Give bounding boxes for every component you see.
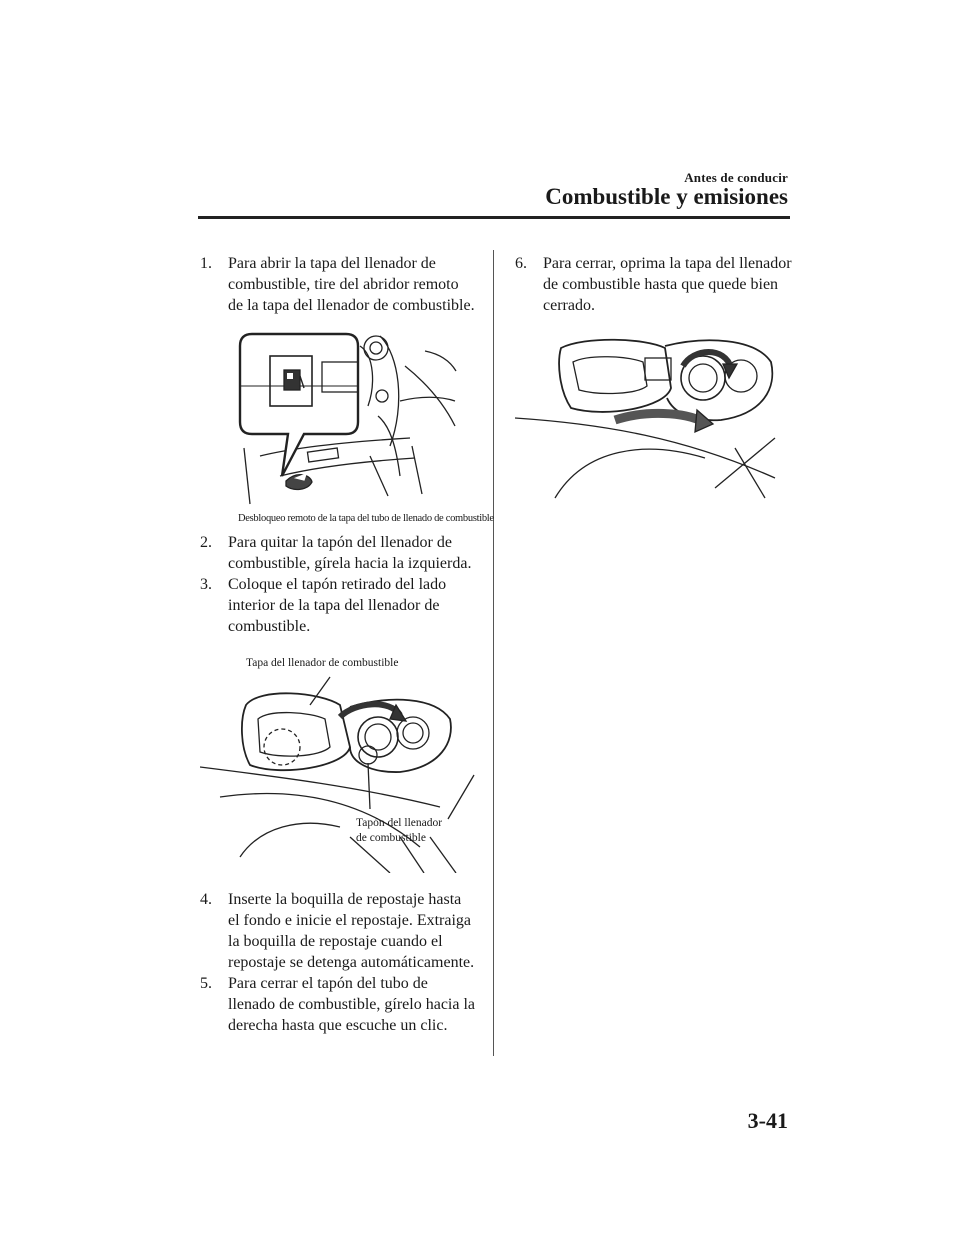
step-text: Inserte la boquilla de repostaje hasta e… xyxy=(228,891,475,971)
step-number: 2. xyxy=(200,534,212,551)
step-text: Para abrir la tapa del llenador de combu… xyxy=(228,255,475,314)
step-text: Para quitar la tapón del llenador de com… xyxy=(228,534,472,572)
step-3: 3. Coloque el tapón retirado del lado in… xyxy=(200,574,476,637)
page-number: 3-41 xyxy=(747,1108,788,1133)
step-text: Para cerrar el tapón del tubo de llenado… xyxy=(228,975,476,1034)
figure-caption-cap-line2: de combustible xyxy=(356,832,426,844)
figure-caption-cap-line1: Tapón del llenador xyxy=(356,817,443,829)
figure-cap-stowed: Tapa del llenador de combustible xyxy=(200,647,476,879)
left-column: 1. Para abrir la tapa del llenador de co… xyxy=(200,253,494,1036)
step-number: 1. xyxy=(200,255,212,272)
step-2: 2. Para quitar la tapón del llenador de … xyxy=(200,532,476,574)
step-6: 6. Para cerrar, oprima la tapa del llena… xyxy=(515,253,795,316)
step-number: 4. xyxy=(200,891,212,908)
page-title: Combustible y emisiones xyxy=(545,184,788,209)
cap-stowed-illustration xyxy=(200,676,475,873)
step-1: 1. Para abrir la tapa del llenador de co… xyxy=(200,253,476,316)
step-number: 6. xyxy=(515,255,527,272)
header-rule xyxy=(198,216,790,219)
close-door-illustration xyxy=(515,338,776,499)
step-text: Coloque el tapón retirado del lado inter… xyxy=(228,576,447,635)
right-column: 6. Para cerrar, oprima la tapa del llena… xyxy=(515,253,795,508)
figure-close-door xyxy=(515,328,795,508)
figure-caption-door: Tapa del llenador de combustible xyxy=(246,657,399,669)
step-5: 5. Para cerrar el tapón del tubo de llen… xyxy=(200,973,476,1036)
column-divider xyxy=(493,250,494,1056)
figure-remote-release: Desbloqueo remoto de la tapa del tubo de… xyxy=(200,326,494,524)
remote-release-illustration xyxy=(238,332,457,505)
step-4: 4. Inserte la boquilla de repostaje hast… xyxy=(200,889,476,973)
step-number: 3. xyxy=(200,576,212,593)
header-section-label: Antes de conducir xyxy=(684,170,788,185)
step-text: Para cerrar, oprima la tapa del llenador… xyxy=(543,255,792,314)
figure-caption-release: Desbloqueo remoto de la tapa del tubo de… xyxy=(238,513,494,524)
step-number: 5. xyxy=(200,975,212,992)
